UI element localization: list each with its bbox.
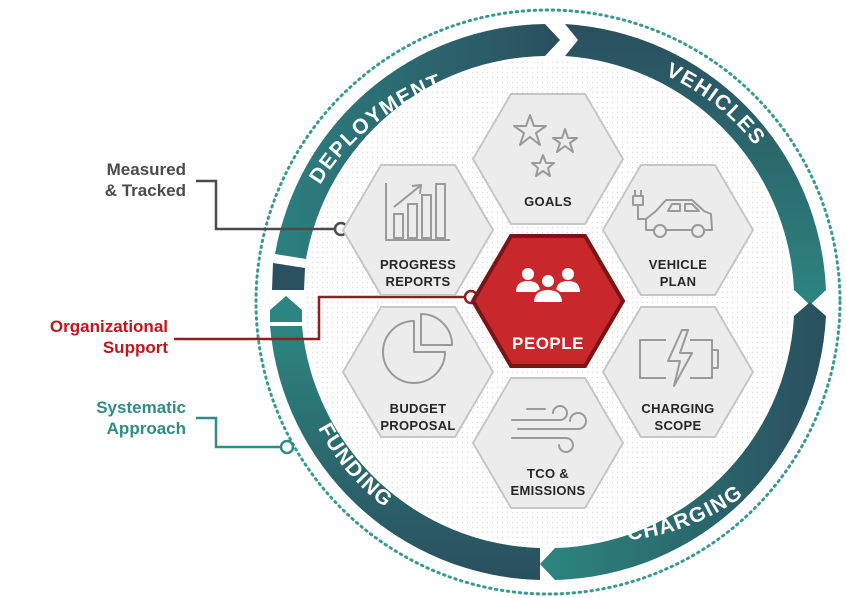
connector-organizational [174, 295, 470, 341]
callout-measured-line2: & Tracked [104, 181, 186, 200]
hex-label-goals: GOALS [524, 194, 572, 209]
bar-chart-icon [385, 183, 450, 241]
connector-systematic [196, 416, 286, 449]
callout-systematic-line2: Approach [106, 419, 186, 438]
hex-label-people: PEOPLE [512, 334, 584, 353]
hex-label-vehicle-line1: VEHICLE [649, 257, 707, 272]
callout-systematic-line1: Systematic [96, 398, 186, 417]
people-icon [516, 268, 580, 304]
callout-systematic-approach: Systematic Approach [40, 397, 186, 439]
cycle-arc-funding [270, 326, 540, 580]
pie-chart-icon [382, 313, 453, 384]
hex-goals [471, 93, 625, 225]
callout-measured-tracked: Measured & Tracked [40, 159, 186, 201]
callout-organizational-line2: Support [102, 338, 168, 357]
hex-label-tco-line1: TCO & [527, 466, 569, 481]
hex-label-progress-line2: REPORTS [386, 274, 451, 289]
cycle-arc-stub [272, 263, 305, 290]
cycle-arc-deployment [275, 24, 560, 259]
cycle-arrowhead-up [270, 296, 302, 322]
hex-budget-proposal [341, 306, 495, 438]
stars-icon [513, 114, 578, 177]
wind-icon [511, 405, 587, 453]
callout-organizational-support: Organizational Support [20, 316, 168, 358]
hex-label-progress-line1: PROGRESS [380, 257, 456, 272]
connector-measured [196, 179, 340, 231]
callout-measured-line1: Measured [106, 160, 186, 179]
battery-icon [639, 329, 719, 387]
callout-organizational-line1: Organizational [49, 317, 168, 336]
connector-dot-systematic [279, 439, 295, 455]
hex-label-budget-line1: BUDGET [390, 401, 447, 416]
cycle-arc-vehicles [565, 24, 826, 305]
hex-label-charging-line1: CHARGING [641, 401, 714, 416]
hex-label-vehicle-line2: PLAN [660, 274, 697, 289]
hex-tco-emissions [471, 377, 625, 509]
hex-label-charging-line2: SCOPE [654, 418, 701, 433]
cycle-arc-charging [540, 302, 826, 580]
car-plug-icon [632, 190, 713, 238]
hex-label-tco-line2: EMISSIONS [511, 483, 586, 498]
hex-label-budget-line2: PROPOSAL [380, 418, 455, 433]
outer-dotted-ring [254, 8, 842, 596]
